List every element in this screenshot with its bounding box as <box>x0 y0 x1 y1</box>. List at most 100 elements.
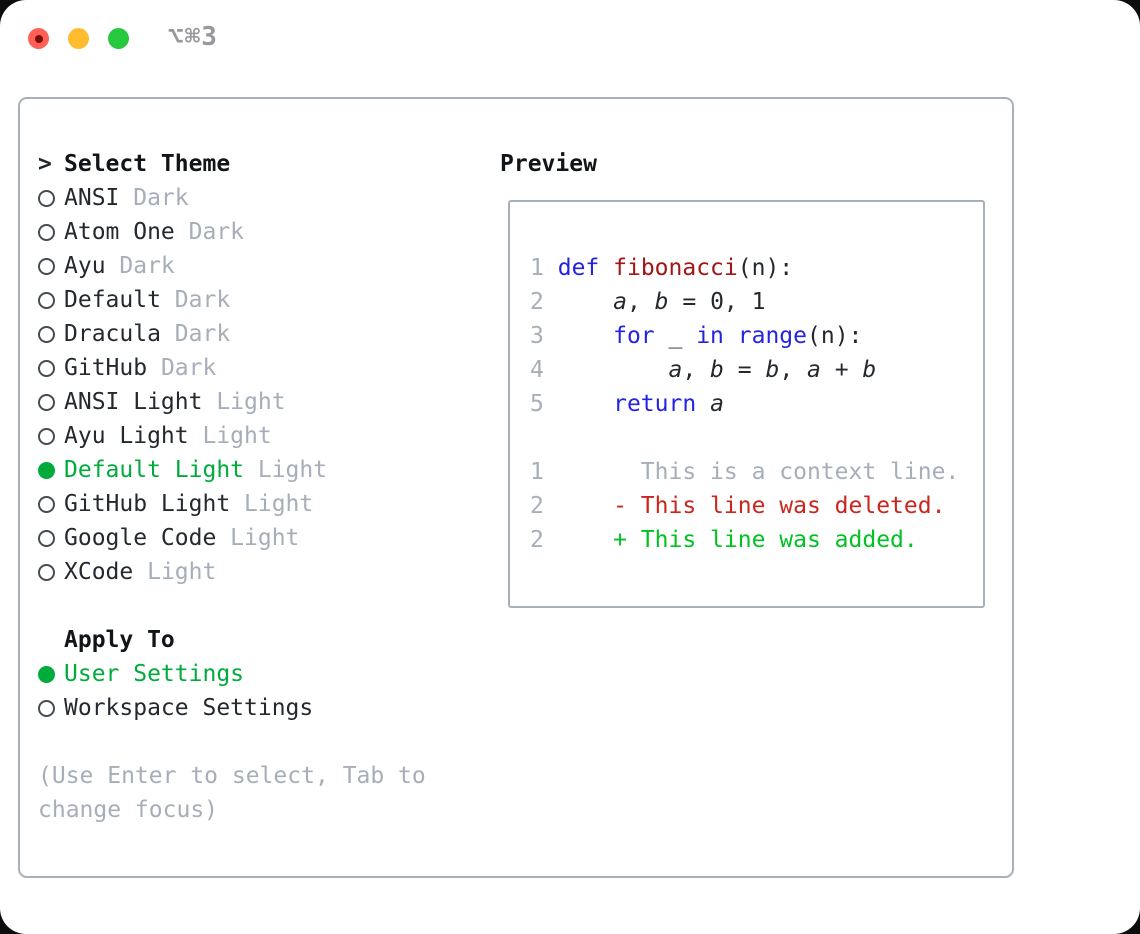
apply-to-option-label: User Settings <box>64 661 245 687</box>
theme-variant-tag: Light <box>202 423 272 449</box>
zoom-button-icon[interactable] <box>108 28 129 49</box>
theme-option-label: Atom One <box>64 219 175 245</box>
radio-icon <box>38 291 64 309</box>
code-segment-p <box>724 323 738 349</box>
theme-variant-tag: Dark <box>174 321 231 347</box>
code-segment-kw: for <box>613 323 655 349</box>
code-line: 2 a, b = 0, 1 <box>530 285 983 319</box>
theme-variant-tag: Dark <box>119 253 175 279</box>
code-line: 2 - This line was deleted. <box>530 489 983 523</box>
code-segment-var: b <box>862 357 877 383</box>
theme-option-atom-one[interactable]: Atom One Dark <box>38 215 498 249</box>
code-line: 5 return a <box>530 387 983 421</box>
hint-line-1-row: (Use Enter to select, Tab to <box>38 759 498 793</box>
code-segment-p: (n): <box>807 323 863 349</box>
theme-option-label: GitHub <box>64 355 148 381</box>
theme-option-ayu[interactable]: Ayu Dark <box>38 249 498 283</box>
spacer <box>38 589 498 623</box>
line-number: 2 <box>530 289 544 315</box>
theme-option-label: Default Light <box>64 457 245 483</box>
radio-icon <box>38 393 64 411</box>
line-number: 5 <box>530 391 544 417</box>
theme-option-label: XCode <box>64 559 134 585</box>
radio-icon <box>38 699 64 717</box>
code-line: 1 def fibonacci(n): <box>530 251 983 285</box>
theme-option-label: Default <box>64 287 161 313</box>
code-segment-fn: fibonacci <box>613 255 738 281</box>
theme-variant-tag: Light <box>257 457 328 483</box>
hint-line-2: change focus) <box>38 797 219 823</box>
code-segment-p: , <box>779 357 808 383</box>
code-segment-var: b <box>710 357 724 383</box>
theme-variant-tag: Dark <box>133 185 189 211</box>
window-shortcut-label: ⌥⌘3 <box>168 22 218 52</box>
code-segment-var: a <box>807 357 821 383</box>
line-number: 1 <box>530 255 544 281</box>
code-segment-p <box>544 255 558 281</box>
theme-option-label: ANSI <box>64 185 120 211</box>
code-segment-add: + This line was added. <box>543 527 918 553</box>
hint-line-1: (Use Enter to select, Tab to <box>38 763 426 789</box>
code-segment-ctx: This is a context line. <box>543 459 960 485</box>
apply-to-title: Apply To <box>64 627 175 653</box>
apply-to-option-user-settings[interactable]: User Settings <box>38 657 498 691</box>
code-segment-p: = 0, 1 <box>668 289 766 315</box>
theme-variant-tag: Dark <box>188 219 245 245</box>
radio-icon <box>38 495 64 513</box>
radio-icon <box>38 257 64 275</box>
code-segment-var: b <box>765 357 780 383</box>
code-segment-var: b <box>654 289 669 315</box>
theme-option-default[interactable]: Default Dark <box>38 283 498 317</box>
code-segment-kw: range <box>737 323 808 349</box>
code-segment-p: = <box>723 357 766 383</box>
radio-icon <box>38 427 64 445</box>
theme-option-xcode[interactable]: XCode Light <box>38 555 498 589</box>
theme-option-ansi[interactable]: ANSI Dark <box>38 181 498 215</box>
code-segment-p: + <box>820 357 863 383</box>
radio-icon <box>38 563 64 581</box>
code-segment-p <box>544 391 613 417</box>
theme-option-label: ANSI Light <box>64 389 203 415</box>
theme-option-label: Ayu <box>64 253 106 279</box>
spacer <box>38 725 498 759</box>
radio-selected-icon <box>38 461 64 479</box>
theme-variant-tag: Light <box>147 559 217 585</box>
theme-variant-tag: Light <box>244 491 314 517</box>
code-segment-p: (n): <box>737 255 794 281</box>
code-line: 1 This is a context line. <box>530 455 983 489</box>
window-controls <box>28 28 129 49</box>
line-number: 2 <box>530 527 544 553</box>
focus-chevron-icon: > <box>38 151 52 177</box>
code-segment-p: , <box>626 289 655 315</box>
radio-icon <box>38 223 64 241</box>
theme-option-label: Google Code <box>64 525 217 551</box>
code-line: 3 for _ in range(n): <box>530 319 983 353</box>
radio-icon <box>38 359 64 377</box>
hint-line-2-row: change focus) <box>38 793 498 827</box>
line-number: 1 <box>530 459 544 485</box>
code-segment-p <box>544 357 669 383</box>
code-line: 4 a, b = b, a + b <box>530 353 983 387</box>
code-segment-p <box>544 323 613 349</box>
line-number: 3 <box>530 323 544 349</box>
code-segment-p <box>544 289 613 315</box>
theme-option-default-light[interactable]: Default Light Light <box>38 453 498 487</box>
radio-icon <box>38 189 64 207</box>
close-button-icon[interactable] <box>28 28 49 49</box>
radio-selected-icon <box>38 665 64 683</box>
theme-variant-tag: Dark <box>174 287 231 313</box>
apply-to-option-workspace-settings[interactable]: Workspace Settings <box>38 691 498 725</box>
line-number: 2 <box>530 493 544 519</box>
apply-to-option-label: Workspace Settings <box>64 695 314 721</box>
minimize-button-icon[interactable] <box>68 28 89 49</box>
